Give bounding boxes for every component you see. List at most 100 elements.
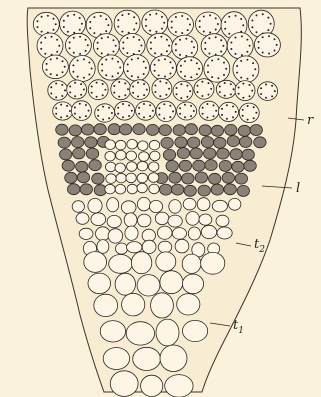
- dense-cell: [184, 185, 196, 196]
- tissue-cell: [79, 228, 93, 239]
- dense-cell: [209, 173, 221, 184]
- cell-granule: [127, 70, 129, 72]
- cell-granule: [201, 95, 203, 97]
- dense-cell: [193, 160, 205, 171]
- cell-granule: [265, 84, 267, 86]
- cell-granule: [131, 75, 133, 77]
- dense-cell: [230, 149, 242, 160]
- dense-cell: [166, 161, 178, 172]
- tissue-cell: [158, 241, 172, 253]
- cell-granule: [161, 28, 163, 30]
- cell-granule: [230, 48, 232, 50]
- cell-granule: [83, 58, 85, 60]
- cell-granule: [215, 17, 217, 19]
- cell-granule: [131, 59, 133, 61]
- tissue-cell: [151, 293, 174, 318]
- cell-granule: [63, 20, 65, 22]
- cell-granule: [56, 51, 58, 53]
- cell-granule: [124, 82, 126, 84]
- dense-cell: [240, 136, 252, 147]
- tissue-cell: [138, 141, 148, 151]
- dense-cell: [133, 124, 145, 135]
- cell-granule: [77, 60, 79, 62]
- dense-cell: [244, 160, 256, 171]
- cell-granule: [206, 103, 208, 105]
- cell-granule: [137, 76, 139, 78]
- cell-granule: [232, 106, 234, 108]
- cell-granule: [197, 91, 199, 93]
- cell-granule: [171, 21, 173, 23]
- cell-granule: [181, 15, 183, 17]
- cell-granule: [251, 26, 253, 28]
- dense-cell: [146, 124, 158, 135]
- cell-granule: [102, 83, 104, 85]
- cell-granule: [268, 35, 270, 37]
- cell-granule: [158, 59, 160, 61]
- cell-granule: [252, 62, 254, 64]
- dense-cell: [92, 173, 104, 184]
- cell-granule: [207, 65, 209, 67]
- cell-granule: [260, 87, 262, 89]
- cell-granule: [46, 63, 48, 65]
- dense-cell: [242, 149, 254, 160]
- dense-cell: [119, 124, 131, 135]
- cell-granule: [217, 23, 219, 25]
- cell-granule: [81, 23, 83, 25]
- cell-granule: [190, 76, 192, 78]
- cell-granule: [50, 73, 52, 75]
- tissue-cell: [109, 255, 133, 274]
- cell-granule: [72, 71, 74, 73]
- cell-granule: [242, 109, 244, 111]
- tissue-cell: [217, 227, 232, 239]
- cell-granule: [85, 39, 87, 41]
- cell-granule: [154, 52, 156, 54]
- cell-granule: [128, 115, 130, 117]
- cell-granule: [171, 27, 173, 29]
- cell-granule: [224, 28, 226, 30]
- dense-cell: [235, 173, 247, 184]
- cell-granule: [211, 76, 213, 78]
- cell-granule: [226, 104, 228, 106]
- cell-granule: [249, 84, 251, 86]
- cell-granule: [256, 31, 258, 33]
- dense-cell: [173, 125, 185, 136]
- cell-granule: [145, 25, 147, 27]
- cell-granule: [88, 110, 90, 112]
- tissue-cell: [157, 226, 172, 239]
- dense-cell: [211, 125, 223, 136]
- cell-granule: [191, 41, 193, 43]
- cell-granule: [102, 106, 104, 108]
- cell-granule: [249, 45, 251, 47]
- cell-granule: [113, 51, 115, 53]
- cell-granule: [247, 78, 249, 80]
- cell-granule: [230, 83, 232, 85]
- tissue-cell: [107, 198, 119, 212]
- dense-cell: [56, 124, 68, 135]
- dense-cell: [201, 137, 213, 148]
- tissue-cell: [229, 198, 241, 210]
- cell-granule: [62, 60, 64, 62]
- cell-granule: [53, 29, 55, 31]
- cell-granule: [69, 110, 71, 112]
- dense-cell: [82, 124, 94, 135]
- cell-granule: [150, 42, 152, 44]
- tissue-cell: [127, 184, 137, 194]
- cell-granule: [149, 14, 151, 16]
- cell-granule: [100, 15, 102, 17]
- cell-granule: [55, 113, 57, 115]
- cell-granule: [175, 16, 177, 18]
- cell-granule: [215, 110, 217, 112]
- cell-granule: [83, 77, 85, 79]
- cell-granule: [132, 86, 134, 88]
- cell-granule: [44, 37, 46, 39]
- tissue-cell: [97, 240, 109, 254]
- cell-granule: [226, 118, 228, 120]
- cell-granule: [112, 58, 114, 60]
- tissue-cell: [175, 239, 189, 253]
- cell-granule: [74, 95, 76, 97]
- cell-granule: [159, 95, 161, 97]
- cell-granule: [105, 59, 107, 61]
- dense-cell: [159, 125, 171, 136]
- cell-granule: [208, 82, 210, 84]
